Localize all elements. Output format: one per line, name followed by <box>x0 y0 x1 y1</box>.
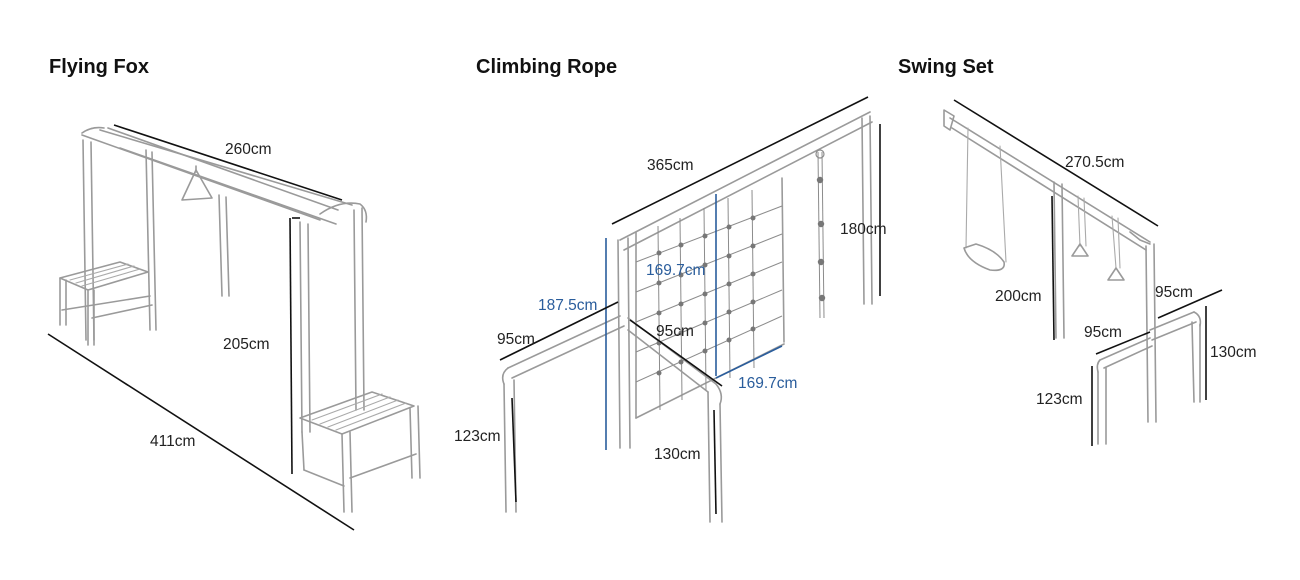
flying-fox-length-label: 411cm <box>150 433 195 450</box>
climbing-rope-net-width-label: 169.7cm <box>646 262 705 279</box>
climbing-rope-drawing <box>501 111 873 523</box>
flying-fox-title: Flying Fox <box>49 56 149 78</box>
flying-fox-dimension-lines <box>47 124 355 531</box>
climbing-rope-left-leg-label: 123cm <box>454 428 501 445</box>
climbing-rope-left-arm-label: 95cm <box>497 331 535 348</box>
swing-set-width-label: 270.5cm <box>1065 154 1124 171</box>
climbing-rope-net-base-label: 169.7cm <box>738 375 797 392</box>
flying-fox-height-label: 205cm <box>223 336 270 353</box>
swing-set-left-arm-label: 95cm <box>1084 324 1122 341</box>
swing-set-arm-label: 95cm <box>1155 284 1193 301</box>
climbing-rope-right-arm-label: 95cm <box>656 323 694 340</box>
flying-fox-width-label: 260cm <box>225 141 272 158</box>
climbing-rope-net-height-label: 187.5cm <box>538 297 597 314</box>
swing-set-title: Swing Set <box>898 56 994 78</box>
climbing-rope-height-label: 180cm <box>840 221 887 238</box>
swing-set-left-leg-label: 123cm <box>1036 391 1083 408</box>
climbing-rope-dimension-lines <box>499 96 881 515</box>
climbing-rope-title: Climbing Rope <box>476 56 618 78</box>
climbing-rope-right-leg-label: 130cm <box>654 446 701 463</box>
climbing-rope-width-label: 365cm <box>647 157 694 174</box>
swing-set-dimension-lines <box>953 99 1223 446</box>
flying-fox-drawing <box>59 126 421 513</box>
swing-set-height-label: 200cm <box>995 288 1042 305</box>
swing-set-right-leg-label: 130cm <box>1210 344 1257 361</box>
